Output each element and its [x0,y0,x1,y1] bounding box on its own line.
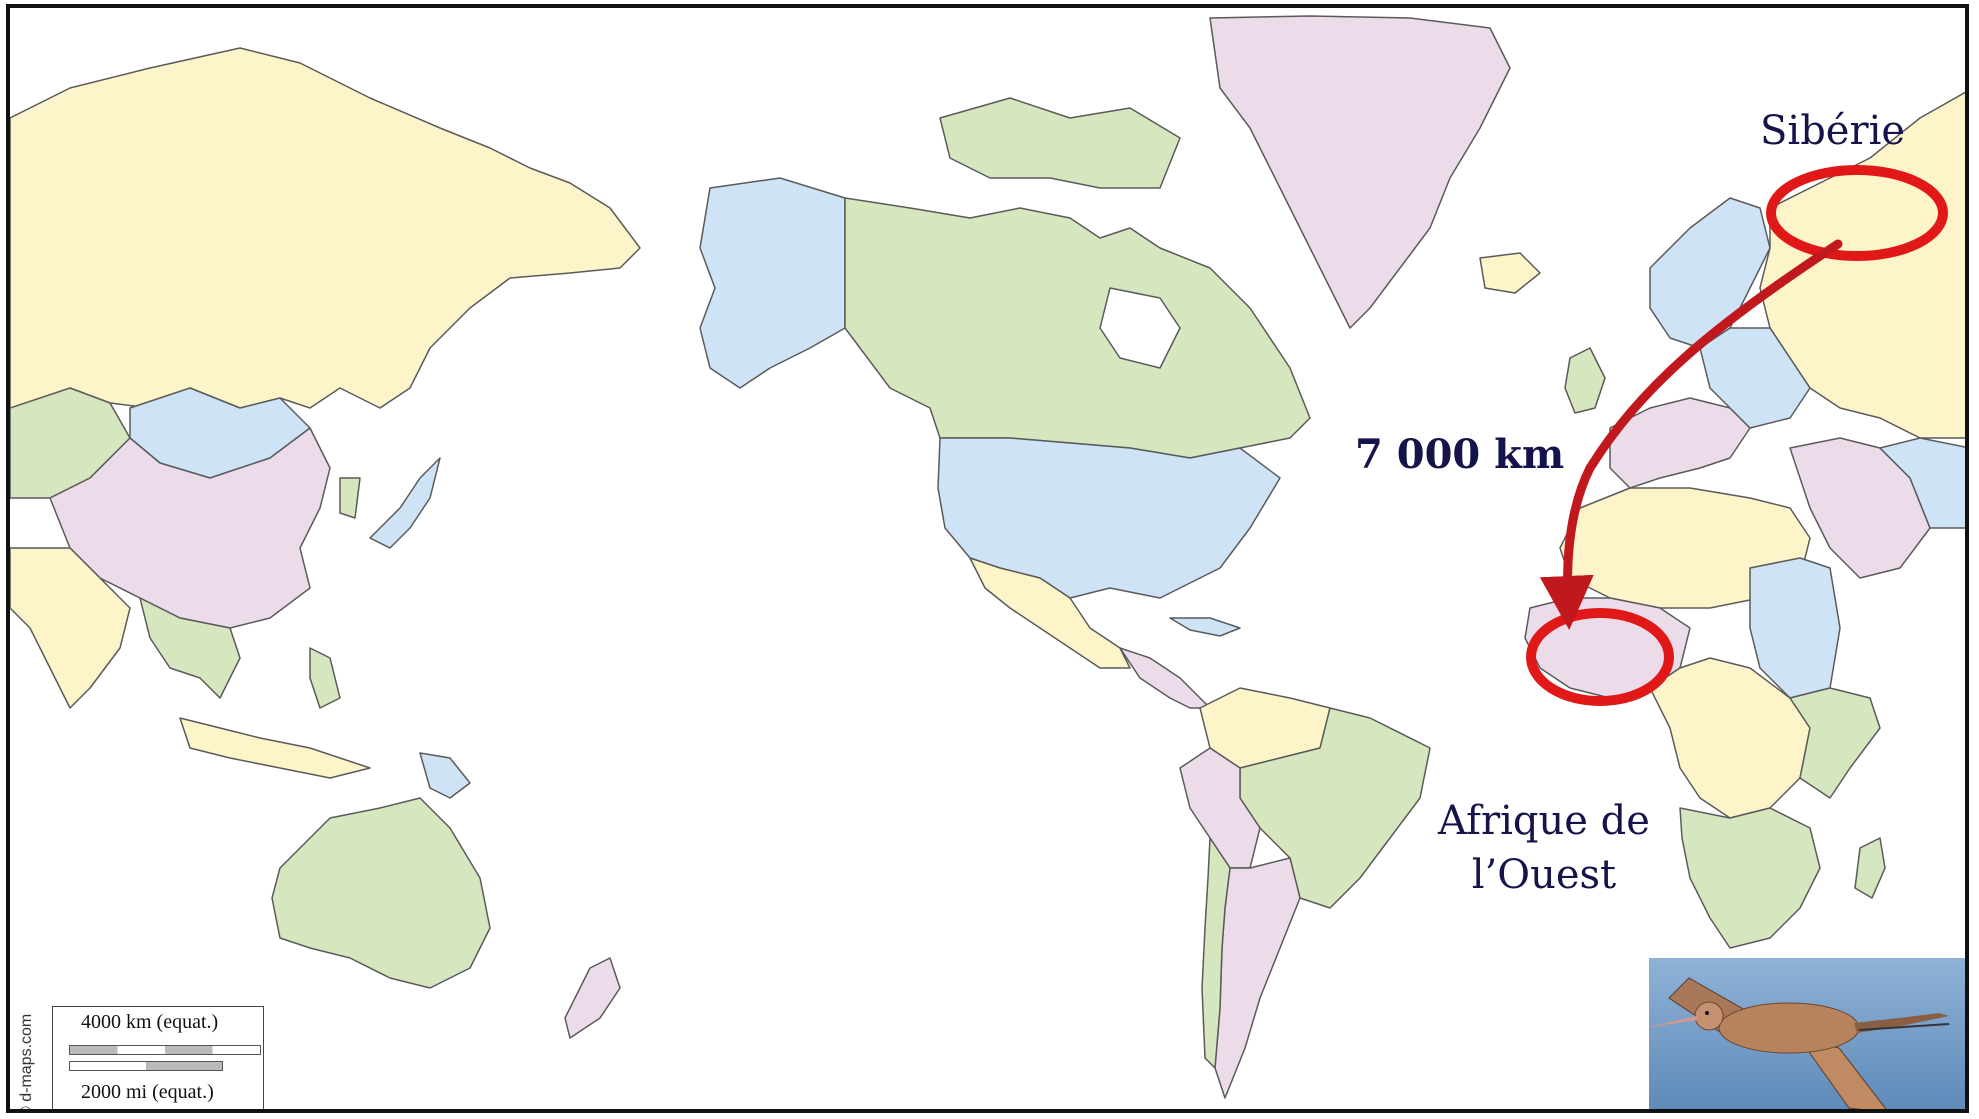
hudson-bay-shape [1099,287,1181,369]
caribbean-shape [1169,617,1241,637]
southern-africa-shape [1679,807,1821,949]
west-africa-highlight-circle [1526,608,1674,706]
canada-shape [844,197,1311,459]
russia-west-shape [10,47,641,409]
scale-mi-label: 2000 mi (equat.) [81,1081,214,1103]
usa-shape [937,437,1281,599]
scale-legend: 4000 km (equat.) 2000 mi (equat.) [52,1006,264,1109]
korea-shape [339,477,361,519]
scandinavia-shape [1649,197,1771,349]
uk-shape [1564,347,1606,414]
mexico-shape [969,557,1131,669]
west-africa-label-line2: l’Ouest [1471,852,1617,898]
map-credit: © d-maps.com [18,1013,35,1113]
iceland-shape [1479,252,1541,294]
greenland-shape [1209,15,1511,329]
siberia-label: Sibérie [1760,108,1906,154]
philippines-shape [309,647,341,709]
indonesia-shape [179,717,371,779]
west-africa-label: Afrique de l’Ouest [1438,794,1650,902]
east-africa-shape [1789,687,1881,799]
china-shape [49,427,331,629]
alaska-shape [699,177,846,389]
japan-shape [369,457,441,549]
australia-shape [271,797,491,989]
papua-shape [419,752,471,799]
madagascar-shape [1854,837,1886,899]
arctic-islands-shape [939,97,1181,189]
scale-mi-bar [69,1061,223,1071]
western-europe-shape [1609,397,1751,489]
central-america-shape [1119,647,1211,709]
new-zealand-shape [564,957,621,1039]
eastern-europe-shape [1699,327,1811,429]
argentina-shape [1214,857,1301,1099]
world-map: Sibérie 7 000 km Afrique de l’Ouest 4000… [6,4,1969,1113]
india-shape [10,547,131,709]
migration-route-arrow [1539,239,1843,630]
chile-shape [1201,837,1231,1069]
iran-shape [1879,437,1965,529]
scale-km-label: 4000 km (equat.) [81,1011,219,1033]
se-asia-shape [139,597,241,699]
west-africa-label-line1: Afrique de [1438,798,1650,844]
egypt-sudan-shape [1749,557,1841,699]
map-canvas [10,15,1965,1099]
scale-km-bar [69,1045,261,1055]
peru-bolivia-shape [1179,747,1261,869]
distance-label: 7 000 km [1355,431,1565,478]
godwit-bird-photo [1649,958,1965,1109]
siberia-highlight-circle [1766,165,1948,261]
middle-east-shape [1789,437,1931,579]
